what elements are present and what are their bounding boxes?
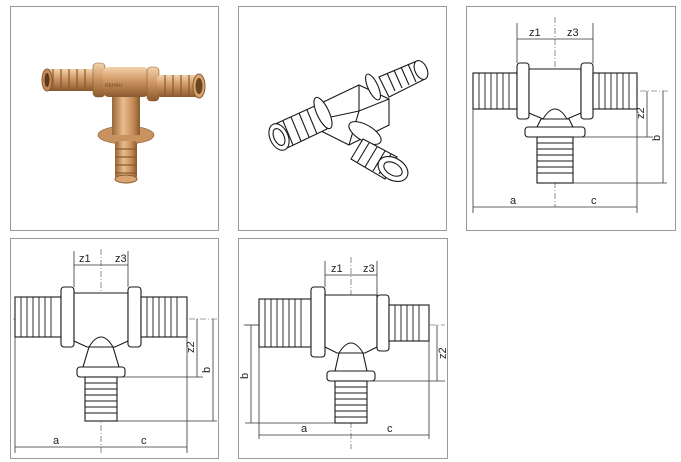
label-b: b (651, 135, 663, 141)
dimension-drawing-panel-2: z1 z3 a c z2 b (10, 238, 219, 459)
dimension-lines (245, 261, 445, 439)
right-collar-outline (580, 62, 594, 120)
right-collar-outline (127, 286, 142, 348)
branch-collar-outline (76, 366, 126, 378)
left-collar-outline (516, 62, 530, 120)
left-spigot-outline (258, 298, 312, 348)
branch-collar-outline (326, 370, 376, 382)
body-outline (324, 294, 378, 354)
dimension-lines (14, 251, 217, 453)
label-z1: z1 (79, 253, 91, 265)
right-spigot-outline (140, 296, 188, 338)
label-z2: z2 (437, 347, 449, 359)
left-collar-outline (60, 286, 75, 348)
tee-dimension-drawing-reduced-run: z1 z3 a c b z2 (239, 257, 449, 449)
tee-dimension-drawing-reduced-branch: z1 z3 a c z2 b (13, 249, 218, 455)
branch-spigot-outline (334, 380, 368, 424)
branch-spigot-outline (536, 136, 574, 184)
tee-dimension-drawing: z1 z3 a c z2 b (472, 17, 669, 213)
left-spigot (41, 68, 97, 92)
branch-collar-outline (524, 126, 586, 138)
branch-spigot-outline (84, 376, 118, 422)
left-spigot-outline (14, 296, 62, 338)
body-outline (73, 292, 129, 348)
right-spigot-outline (592, 72, 638, 110)
label-a: a (301, 423, 308, 435)
rehau-logo: REHAU (105, 83, 123, 89)
dimension-lines (472, 23, 667, 213)
isometric-drawing-panel (238, 6, 447, 231)
left-spigot-outline (472, 72, 518, 110)
dimension-drawing-panel-1: z1 z3 a c z2 b (466, 6, 676, 231)
label-z2: z2 (635, 107, 647, 119)
label-a: a (510, 195, 517, 207)
product-photo-panel: REHAU (10, 6, 219, 231)
label-c: c (591, 195, 597, 207)
branch-neck (112, 97, 140, 135)
iso-branch-spigot (348, 121, 409, 182)
iso-left-spigot (268, 96, 333, 151)
label-z3: z3 (567, 27, 579, 39)
right-spigot-outline (388, 304, 430, 342)
right-collar-outline (376, 294, 390, 352)
label-z1: z1 (529, 27, 541, 39)
isometric-tee-drawing (268, 60, 429, 182)
label-a: a (53, 435, 60, 447)
label-c: c (387, 423, 393, 435)
tee-body (103, 67, 149, 97)
right-spigot (157, 73, 206, 99)
label-z1: z1 (331, 263, 343, 275)
body-outline (528, 68, 582, 120)
label-z2: z2 (185, 341, 197, 353)
label-c: c (141, 435, 147, 447)
iso-back-spigot (364, 60, 429, 101)
label-z3: z3 (115, 253, 127, 265)
label-b: b (239, 373, 251, 379)
brass-tee-photo: REHAU (41, 62, 206, 184)
dimension-drawing-panel-3: z1 z3 a c b z2 (238, 238, 449, 459)
branch-spigot (114, 141, 138, 184)
label-b: b (201, 367, 213, 373)
label-z3: z3 (363, 263, 375, 275)
left-collar-outline (310, 286, 326, 358)
